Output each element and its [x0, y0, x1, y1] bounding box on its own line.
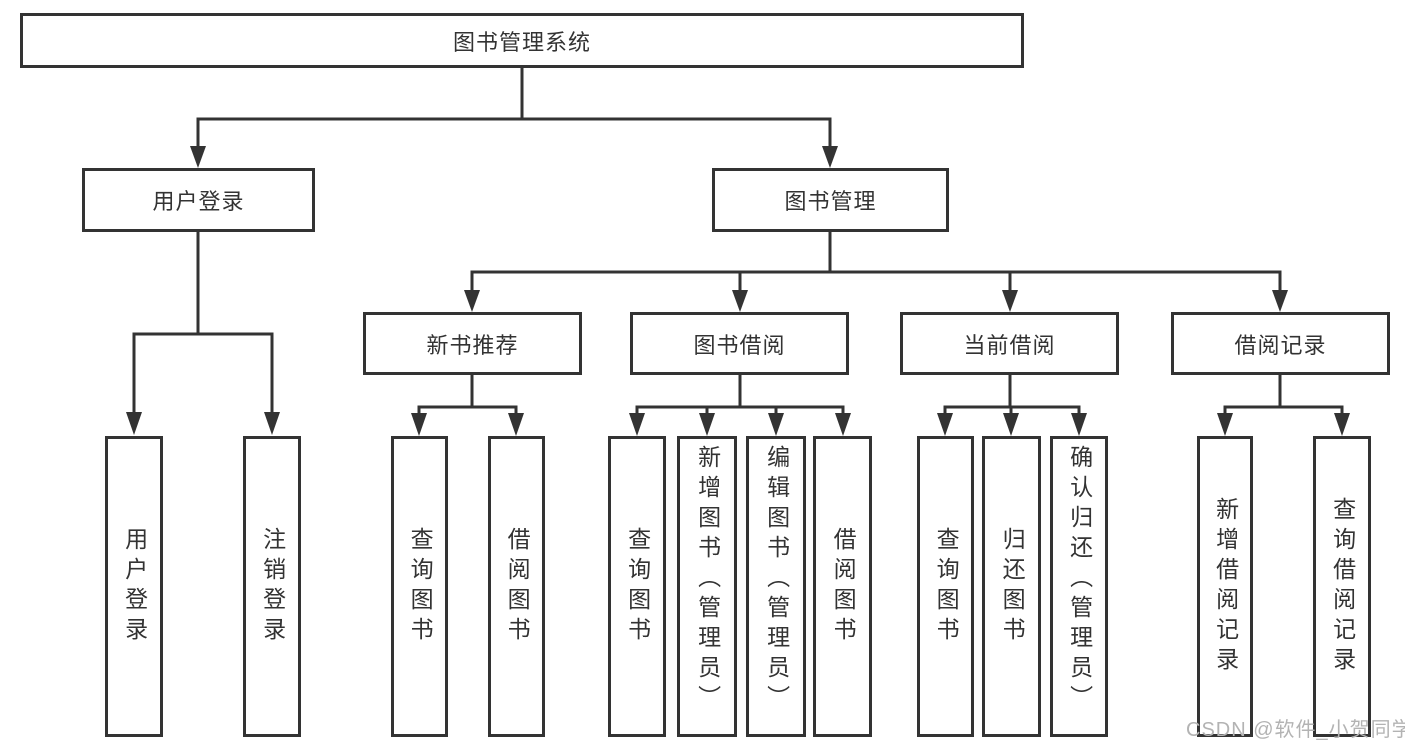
node-library-management-system: 图书管理系统: [20, 13, 1024, 68]
arrowhead: [508, 413, 524, 436]
connector-book-mgmt-branch: [470, 270, 1282, 293]
leaf-label: 查询图书: [933, 526, 960, 647]
arrowhead: [699, 413, 715, 436]
leaf-label: 编辑图书（管理员）: [763, 445, 790, 715]
connector-recommend-branch: [417, 405, 518, 416]
node-label: 图书管理系统: [452, 29, 591, 55]
leaf-query-book-borrow: 查询图书: [608, 436, 666, 737]
connector-paths: [132, 68, 1344, 416]
arrowhead: [732, 290, 748, 312]
leaf-query-book-recommend: 查询图书: [391, 436, 448, 737]
arrowhead: [464, 290, 480, 312]
node-book-borrow: 图书借阅: [630, 312, 849, 375]
arrowhead: [1071, 413, 1087, 436]
connector-root-branch: [196, 117, 832, 150]
arrowhead: [1002, 290, 1018, 312]
leaf-borrow-book-recommend: 借阅图书: [488, 436, 545, 737]
arrowhead: [822, 146, 838, 168]
leaf-return-book: 归还图书: [982, 436, 1041, 737]
connector-borrow-branch: [635, 405, 845, 416]
arrowhead: [629, 413, 645, 436]
node-current-borrow: 当前借阅: [900, 312, 1119, 375]
node-label: 用户登录: [152, 189, 245, 214]
node-label: 借阅记录: [1234, 332, 1327, 358]
arrowhead: [1334, 413, 1350, 436]
leaf-edit-book-admin: 编辑图书（管理员）: [746, 436, 806, 737]
arrowhead: [937, 413, 953, 436]
arrowhead: [1272, 290, 1288, 312]
leaf-borrow-book: 借阅图书: [813, 436, 872, 737]
node-label: 图书管理: [784, 189, 877, 214]
leaf-label: 借阅图书: [830, 526, 857, 647]
leaf-label: 注销登录: [259, 526, 286, 647]
leaf-user-login: 用户登录: [105, 436, 163, 737]
leaf-label: 新增图书（管理员）: [694, 445, 721, 715]
arrowhead: [1003, 413, 1019, 436]
leaf-confirm-return-admin: 确认归还（管理员）: [1050, 436, 1108, 737]
leaf-label: 借阅图书: [504, 526, 531, 647]
arrowheads: [126, 146, 1350, 436]
node-label: 当前借阅: [963, 332, 1056, 358]
leaf-label: 查询图书: [407, 526, 434, 647]
csdn-watermark: CSDN @软件_小贺同学: [1186, 719, 1405, 741]
leaf-label: 查询借阅记录: [1329, 496, 1356, 677]
leaf-label: 用户登录: [121, 526, 148, 647]
leaf-label: 查询图书: [624, 526, 651, 647]
leaf-query-borrow-record: 查询借阅记录: [1313, 436, 1371, 737]
leaf-add-book-admin: 新增图书（管理员）: [677, 436, 737, 737]
leaf-label: 新增借阅记录: [1212, 496, 1239, 677]
arrowhead: [1217, 413, 1233, 436]
leaf-query-book-current: 查询图书: [917, 436, 974, 737]
arrowhead: [411, 413, 427, 436]
node-user-login: 用户登录: [82, 168, 315, 232]
leaf-label: 确认归还（管理员）: [1066, 445, 1093, 715]
node-label: 新书推荐: [426, 332, 519, 358]
leaf-label: 归还图书: [999, 526, 1026, 647]
leaf-add-borrow-record: 新增借阅记录: [1197, 436, 1253, 737]
node-book-management: 图书管理: [712, 168, 949, 232]
arrowhead: [835, 413, 851, 436]
node-label: 图书借阅: [693, 332, 786, 358]
leaf-logout-login: 注销登录: [243, 436, 301, 737]
arrowhead: [264, 412, 280, 435]
arrowhead: [768, 413, 784, 436]
node-borrow-records: 借阅记录: [1171, 312, 1390, 375]
node-new-book-recommend: 新书推荐: [363, 312, 582, 375]
connector-records-branch: [1223, 405, 1344, 416]
arrowhead: [126, 412, 142, 435]
arrowhead: [190, 146, 206, 168]
connector-user-login-branch: [132, 332, 274, 414]
